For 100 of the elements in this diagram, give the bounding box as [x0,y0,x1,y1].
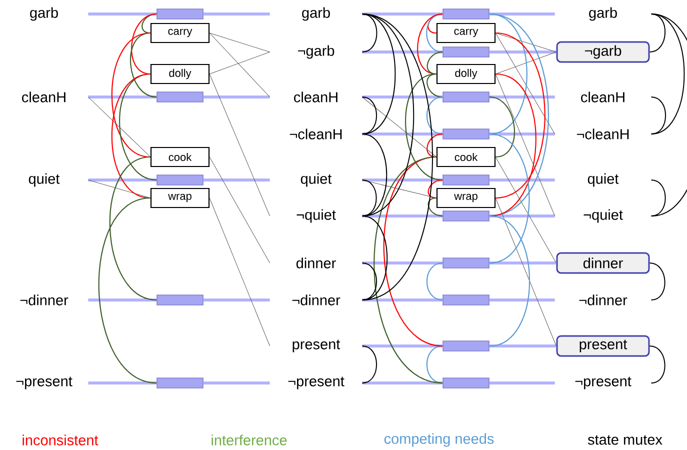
mutex-bracket [650,14,685,134]
state-line [88,178,157,182]
link-line [209,52,270,74]
state-line [88,96,157,98]
state-line [88,382,157,384]
link-line [495,74,556,216]
mutex-arc [131,13,157,75]
state-label: ¬cleanH [576,128,629,140]
legend-entry: state mutex [588,435,662,445]
legend-entry: interference [212,434,287,446]
noop-bar [442,378,490,388]
link-line [209,32,270,98]
state-label: ¬present [575,376,632,390]
state-line [489,382,555,384]
mutex-arc [426,262,443,301]
state-line [203,12,270,16]
state-label: cleanH [294,92,338,102]
legend-entry: competing needs [384,433,494,447]
mutex-arc [110,156,157,301]
state-line [489,50,556,54]
mutex-arc [428,179,443,199]
state-line [489,344,556,348]
action-box: carry [150,22,210,44]
mutex-arc [428,197,443,217]
state-label: quiet [588,173,619,187]
mutex-arc [489,133,530,264]
state-label: ¬quiet [584,209,623,223]
mutex-bracket [649,346,666,384]
mutex-arc [374,156,443,384]
mutex-arc [489,73,536,217]
mutex-arc [111,73,151,199]
state-line [362,214,443,218]
legend-entry: inconsistent [22,434,98,446]
mutex-arc [489,96,515,158]
mutex-bracket [650,96,666,134]
noop-bar [442,258,490,268]
state-line [489,132,555,136]
mutex-bracket [362,262,378,300]
action-box: dolly [436,64,496,84]
link-line [209,198,270,346]
mutex-arc [426,51,443,75]
link-line [209,156,270,264]
action-box: wrap [436,188,496,208]
noop-bar [442,8,490,20]
state-line [362,12,443,16]
action-box: wrap [150,188,210,208]
mutex-bracket [650,14,687,216]
mutex-bracket [649,262,666,300]
state-label: ¬garb [298,45,334,59]
state-line [489,298,555,302]
state-line [362,344,443,348]
mutex-arc [426,96,443,135]
noop-bar [442,174,490,186]
state-line [362,178,443,182]
state-line [362,298,443,302]
noop-bar [156,8,204,20]
state-line [489,12,555,16]
state-line [362,132,443,136]
mutex-arc [119,73,157,181]
state-line [88,298,157,302]
state-label: ¬cleanH [290,128,342,140]
state-line [362,382,443,384]
state-line [88,12,157,16]
mutex-bracket [362,180,377,216]
state-label: ¬dinner [292,294,340,306]
state-label: quiet [300,173,332,187]
state-label: ¬dinner [579,294,628,306]
state-line [203,298,270,302]
mutex-arc [426,13,443,53]
noop-bar [442,340,490,352]
mutex-bracket [362,14,378,52]
link-line [495,32,556,52]
mutex-arc [130,32,157,98]
link-line [495,156,556,264]
state-label: ¬dinner [20,294,68,306]
state-label: garb [30,7,58,21]
state-line [489,262,556,264]
highlighted-state-box: present [556,335,650,357]
noop-bar [442,46,490,58]
mutex-bracket [649,14,666,52]
state-line [203,382,270,384]
noop-bar [442,128,490,140]
link-line [88,180,151,198]
state-line [362,96,443,98]
action-box: cook [436,146,496,168]
link-line [362,96,437,158]
mutex-bracket [362,96,378,134]
noop-bar [156,174,204,186]
mutex-bracket [362,346,378,384]
state-label: garb [302,7,330,21]
noop-bar [442,294,490,306]
state-line [489,214,555,218]
mutex-arc [426,345,443,384]
link-line [495,198,556,346]
mutex-arc [489,13,528,135]
state-line [362,50,443,54]
mutex-arc [111,32,151,158]
state-label: cleanH [581,92,624,102]
noop-bar [156,294,204,306]
link-line [362,180,437,198]
